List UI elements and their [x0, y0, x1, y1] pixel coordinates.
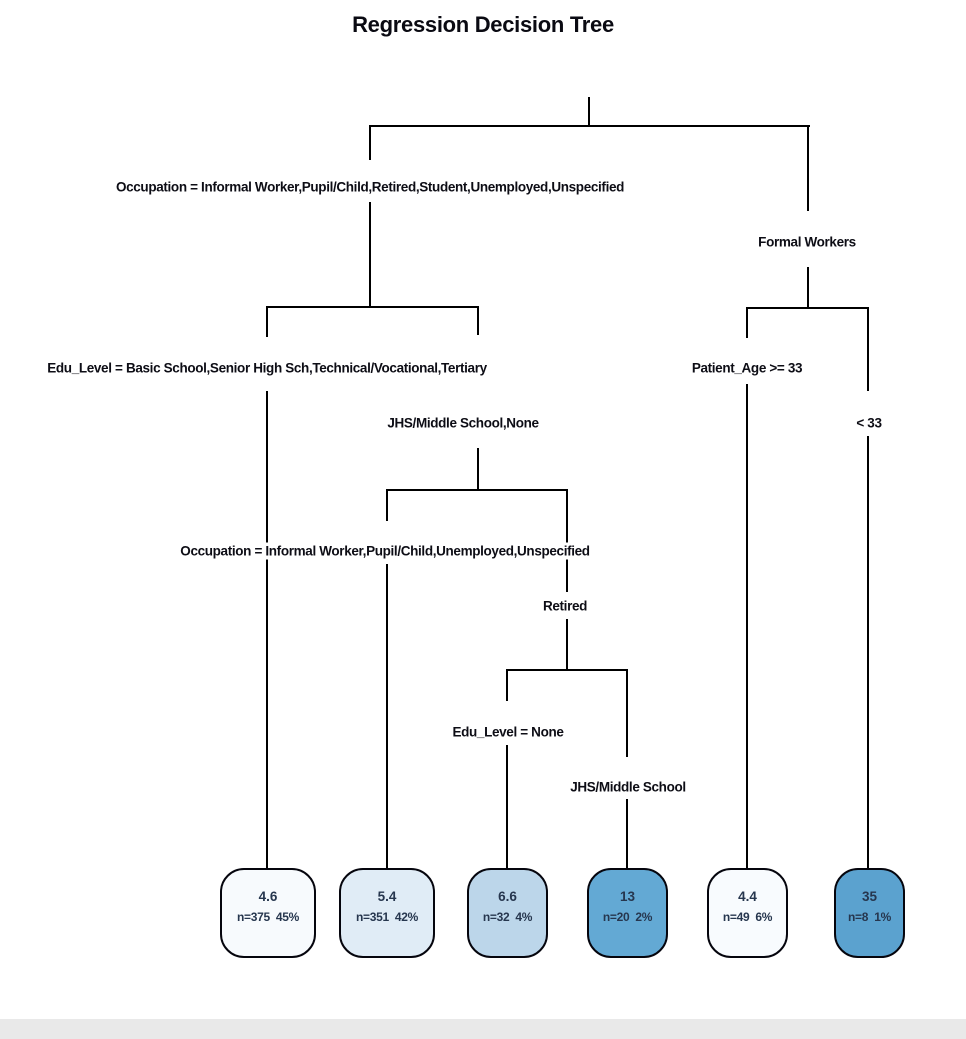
branch-line-leaf1-long — [266, 391, 268, 869]
branch-line-leaf5-long — [746, 384, 748, 869]
leaf-stats: n=375 45% — [236, 910, 300, 924]
plot-title: Regression Decision Tree — [352, 12, 614, 37]
branch-line-right-stem — [807, 267, 809, 309]
branch-line-node4-stem — [566, 619, 568, 671]
leaf-node-5: 4.4 n=49 6% — [707, 868, 788, 958]
branch-line-leaf1-stub — [266, 306, 268, 337]
branch-line-node3-stub — [477, 306, 479, 335]
leaf-stats: n=49 6% — [722, 910, 773, 924]
split-label-occupation-root: Occupation = Informal Worker,Pupil/Child… — [112, 178, 628, 196]
leaf-value: 35 — [861, 889, 878, 904]
branch-line-leaf6-long — [867, 436, 869, 869]
leaf-value: 4.4 — [738, 889, 757, 904]
branch-line-leaf3-stub — [506, 669, 508, 701]
leaf-stats: n=20 2% — [602, 910, 653, 924]
leaf-value: 6.6 — [498, 889, 517, 904]
leaf-node-1: 4.6 n=375 45% — [220, 868, 316, 958]
branch-label-formal-workers: Formal Workers — [755, 233, 859, 251]
branch-line-left-drop — [369, 125, 371, 160]
branch-line-left4-split — [507, 669, 628, 671]
branch-line-left2-split — [267, 306, 479, 308]
branch-line-right-drop — [807, 125, 809, 211]
leaf-value: 4.6 — [258, 889, 278, 904]
branch-line-left-stem — [369, 202, 371, 308]
leaf-stats: n=32 4% — [482, 910, 533, 924]
branch-line-leaf4-long — [626, 799, 628, 869]
branch-label-jhs-none: JHS/Middle School,None — [384, 414, 542, 432]
branch-line-leaf3-long — [506, 745, 508, 869]
branch-line-node4-stub — [566, 489, 568, 592]
branch-line-root-stem — [588, 97, 590, 127]
branch-line-left3-split — [387, 489, 568, 491]
branch-line-leaf4-stub — [626, 669, 628, 757]
split-label-patient-age: Patient_Age >= 33 — [688, 359, 806, 377]
branch-line-leaf2-stub — [386, 489, 388, 521]
branch-line-leaf6-stub — [867, 307, 869, 391]
leaf-node-4: 13 n=20 2% — [587, 868, 668, 958]
branch-line-node3-stem — [477, 448, 479, 491]
branch-line-root-split — [370, 125, 810, 127]
leaf-node-2: 5.4 n=351 42% — [339, 868, 435, 958]
bottom-edge-band — [0, 1019, 966, 1039]
split-label-edu-none: Edu_Level = None — [449, 723, 567, 741]
leaf-stats: n=8 1% — [848, 910, 891, 924]
leaf-node-3: 6.6 n=32 4% — [467, 868, 548, 958]
branch-line-right2-split — [747, 307, 869, 309]
branch-label-retired: Retired — [539, 597, 591, 615]
branch-label-jhs-middle: JHS/Middle School — [567, 778, 689, 796]
leaf-stats: n=351 42% — [355, 910, 419, 924]
split-label-occupation-2: Occupation = Informal Worker,Pupil/Child… — [177, 542, 593, 560]
branch-line-leaf5-stub — [746, 307, 748, 338]
leaf-node-6: 35 n=8 1% — [834, 868, 905, 958]
branch-line-leaf2-long — [386, 564, 388, 869]
branch-label-under-33: < 33 — [853, 414, 885, 432]
leaf-value: 13 — [619, 889, 636, 904]
split-label-edu-level: Edu_Level = Basic School,Senior High Sch… — [44, 359, 490, 377]
leaf-value: 5.4 — [377, 889, 397, 904]
